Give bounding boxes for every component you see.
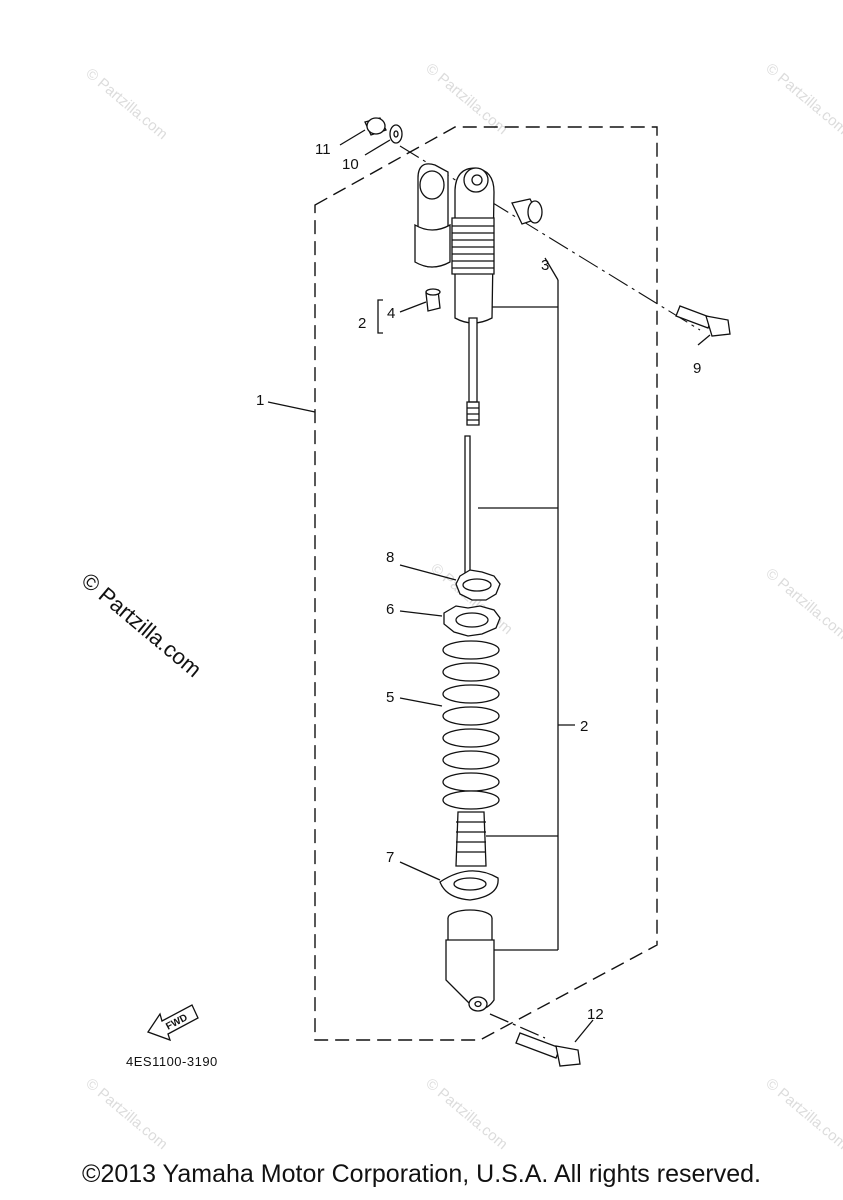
callout-2-right: 2 bbox=[580, 718, 588, 735]
bump-rubber bbox=[455, 811, 487, 867]
assembly-dashed-boundary bbox=[314, 126, 658, 1041]
item-2-bracket bbox=[478, 257, 575, 951]
leader-7 bbox=[399, 861, 441, 881]
callout-12: 12 bbox=[587, 1006, 604, 1023]
copyright-notice: ©2013 Yamaha Motor Corporation, U.S.A. A… bbox=[82, 1160, 761, 1188]
callout-9: 9 bbox=[693, 360, 701, 377]
callout-labels: 1 2 4 3 5 6 7 8 9 10 11 12 2 bbox=[256, 141, 701, 1023]
leader-5 bbox=[399, 697, 443, 707]
damper-body bbox=[451, 167, 495, 324]
leader-6 bbox=[399, 610, 443, 617]
locknut-part-8 bbox=[455, 569, 501, 601]
bolt-axis-line bbox=[399, 145, 701, 331]
push-rod bbox=[464, 435, 471, 591]
watermark-bottom-left: © Partzilla.com bbox=[82, 1075, 170, 1153]
leader-1 bbox=[267, 401, 316, 413]
watermark-bottom-center: © Partzilla.com bbox=[422, 1075, 510, 1153]
watermark-large: © Partzilla.com bbox=[77, 568, 207, 682]
leader-9 bbox=[697, 334, 711, 346]
reservoir-body bbox=[414, 163, 451, 268]
piston-rod bbox=[466, 317, 480, 426]
fwd-arrow-icon: FWD bbox=[147, 1004, 199, 1042]
watermark-bottom-right: © Partzilla.com bbox=[762, 1075, 843, 1153]
bracket-2-4 bbox=[377, 299, 383, 334]
callout-6: 6 bbox=[386, 601, 394, 618]
callout-10: 10 bbox=[342, 156, 359, 173]
spring-part-5 bbox=[442, 640, 500, 810]
callout-5: 5 bbox=[386, 689, 394, 706]
leader-11 bbox=[339, 129, 366, 146]
watermark-top-left: © Partzilla.com bbox=[82, 65, 170, 143]
lower-clevis bbox=[445, 909, 495, 1012]
leader-12 bbox=[574, 1019, 594, 1043]
callout-4: 4 bbox=[387, 305, 395, 322]
bolt-part-12 bbox=[489, 1013, 581, 1067]
callout-7: 7 bbox=[386, 849, 394, 866]
bushing-part-3 bbox=[511, 198, 543, 225]
callout-3: 3 bbox=[541, 257, 549, 274]
callout-8: 8 bbox=[386, 549, 394, 566]
callout-2-upper: 2 bbox=[358, 315, 366, 332]
spring-seat-part-7 bbox=[439, 870, 499, 901]
callout-1: 1 bbox=[256, 392, 264, 409]
leader-4 bbox=[399, 301, 427, 313]
bolt-part-9 bbox=[675, 305, 731, 337]
leader-10 bbox=[364, 139, 391, 156]
nut-part-11 bbox=[364, 117, 387, 136]
leader-8 bbox=[399, 564, 457, 581]
valve-part-4 bbox=[425, 288, 441, 312]
diagram-code: 4ES1100-3190 bbox=[126, 1054, 218, 1069]
watermark-top-right: © Partzilla.com bbox=[762, 60, 843, 138]
watermark-mid-right: © Partzilla.com bbox=[762, 565, 843, 643]
callout-11: 11 bbox=[315, 141, 331, 158]
adjuster-part-6 bbox=[443, 605, 501, 637]
washer-part-10 bbox=[389, 124, 403, 144]
